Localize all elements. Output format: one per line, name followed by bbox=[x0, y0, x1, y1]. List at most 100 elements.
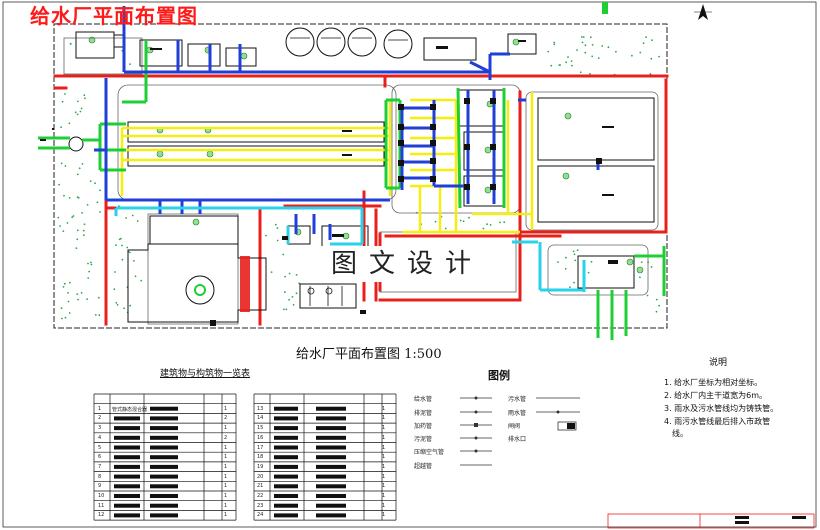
building-marker bbox=[192, 218, 200, 226]
redacted-cell bbox=[150, 503, 178, 508]
tree-dot bbox=[607, 46, 610, 49]
tree-dot bbox=[66, 222, 69, 224]
tree-dot bbox=[114, 271, 116, 273]
table-redacted-cells bbox=[114, 406, 346, 518]
tree-dot bbox=[77, 196, 80, 199]
redacted-cell bbox=[316, 455, 346, 460]
table-cell: 1 bbox=[224, 493, 228, 499]
title-block bbox=[607, 513, 815, 529]
tree-dot bbox=[82, 229, 85, 232]
redacted-cell bbox=[150, 455, 178, 460]
tree-dot bbox=[565, 256, 567, 259]
redacted-cell bbox=[274, 435, 298, 440]
building-marker bbox=[626, 258, 634, 266]
note-item: 4. 雨污水管线最后排入市政管 bbox=[664, 417, 771, 426]
tree-dot bbox=[590, 260, 593, 263]
tree-dot bbox=[434, 220, 437, 223]
legend-label: 雨水管 bbox=[508, 410, 527, 417]
tree-dot bbox=[503, 221, 506, 224]
tree-dot bbox=[573, 253, 576, 256]
tree-dot bbox=[571, 64, 573, 67]
legend-label: 污泥管 bbox=[414, 436, 433, 443]
tree-dot bbox=[62, 230, 65, 233]
redacted-cell bbox=[274, 464, 298, 469]
tree-dot bbox=[128, 251, 131, 254]
table-cell: 21 bbox=[257, 483, 264, 490]
tree-dot bbox=[572, 250, 575, 253]
valve-markers bbox=[40, 40, 618, 326]
tree-dot bbox=[482, 227, 485, 230]
tree-dot bbox=[131, 214, 134, 217]
note-item: 1. 给水厂坐标为相对坐标。 bbox=[664, 378, 763, 387]
redacted-cell bbox=[150, 435, 178, 440]
table-cell: 1 bbox=[224, 425, 228, 432]
table-cell: 1 bbox=[382, 454, 386, 461]
table-cell: 1 bbox=[382, 502, 386, 509]
table-cell: 12 bbox=[98, 512, 105, 519]
redacted-cell bbox=[274, 474, 298, 479]
tree-dot bbox=[559, 64, 561, 66]
notes-title: 说明 bbox=[709, 358, 728, 368]
redacted-cell bbox=[316, 474, 346, 479]
table-cell: 1 bbox=[382, 473, 386, 480]
tree-dot bbox=[60, 126, 62, 129]
tree-dot bbox=[570, 60, 573, 62]
legend-label: 压缩空气管 bbox=[414, 449, 445, 456]
tree-dot bbox=[87, 262, 89, 265]
table-cell: 1 bbox=[224, 463, 228, 470]
tree-dot bbox=[68, 122, 71, 125]
tree-dot bbox=[615, 50, 617, 53]
building-marker bbox=[240, 52, 248, 60]
tree-dot bbox=[60, 162, 63, 165]
legend-label: 排泥管 bbox=[414, 410, 433, 417]
tree-dot bbox=[639, 51, 642, 54]
tree-dot bbox=[642, 42, 645, 44]
table-cell: 管式静态混合器 bbox=[112, 406, 148, 413]
buildings bbox=[75, 31, 655, 309]
table-cell: 1 bbox=[224, 473, 228, 480]
redacted-cell bbox=[316, 416, 346, 421]
tree-dot bbox=[75, 247, 78, 250]
tree-dot bbox=[499, 221, 501, 224]
tree-dot bbox=[274, 223, 277, 226]
redacted-cell bbox=[114, 445, 140, 450]
legend-title: 图例 bbox=[488, 369, 510, 382]
circular-tanks bbox=[68, 27, 413, 152]
tree-dot bbox=[121, 258, 124, 261]
table-cell: 1 bbox=[224, 512, 228, 519]
tree-dot bbox=[462, 220, 465, 223]
tree-dot bbox=[98, 314, 101, 317]
table-cell: 20 bbox=[257, 473, 264, 480]
tree-dot bbox=[601, 45, 604, 47]
table-cell: 24 bbox=[257, 512, 264, 519]
admin-building bbox=[127, 243, 267, 323]
tree-dot bbox=[115, 244, 117, 247]
north-arrow-icon bbox=[694, 4, 712, 20]
tree-dot bbox=[591, 55, 594, 58]
table-cell: 14 bbox=[257, 415, 264, 422]
building-marker bbox=[88, 36, 96, 44]
tree-dot bbox=[284, 275, 286, 278]
tree-dot bbox=[486, 223, 488, 226]
tree-dot bbox=[90, 261, 92, 264]
tree-dot bbox=[116, 304, 119, 306]
table-cell: 1 bbox=[382, 512, 386, 519]
tree-dot bbox=[77, 298, 79, 301]
table-cell: 1 bbox=[224, 502, 228, 509]
table-cell: 1 bbox=[382, 493, 386, 499]
corner-mark bbox=[602, 2, 608, 14]
redacted-cell bbox=[114, 503, 140, 508]
legend-label: 给水管 bbox=[414, 396, 433, 403]
tree-dot bbox=[120, 237, 122, 240]
tree-dot bbox=[276, 239, 279, 242]
tree-dot bbox=[276, 227, 279, 229]
tree-dot bbox=[60, 307, 63, 310]
note-item: 3. 雨水及污水管线均为铸铁管。 bbox=[664, 404, 779, 413]
tree-dot bbox=[655, 310, 658, 313]
tree-dot bbox=[649, 73, 652, 75]
redacted-cell bbox=[150, 426, 178, 431]
tree-dot bbox=[565, 61, 567, 64]
redacted-cell bbox=[316, 464, 346, 469]
table-cell: 1 bbox=[382, 463, 386, 470]
